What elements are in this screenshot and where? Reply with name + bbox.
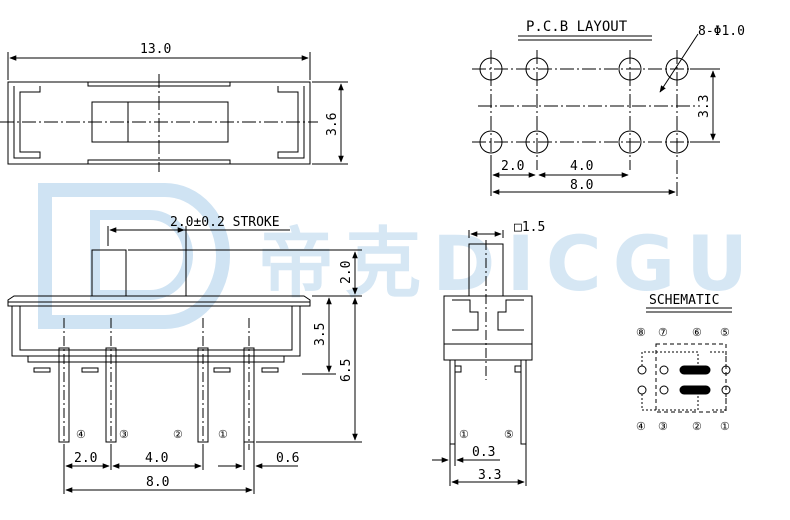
top-view-width-label: 13.0 bbox=[140, 42, 171, 57]
schematic-terminal bbox=[659, 365, 669, 375]
pcb-hole bbox=[525, 130, 549, 154]
schematic-pin-5: ⑤ bbox=[720, 326, 730, 339]
pcb-hole-label: 8-Φ1.0 bbox=[698, 24, 745, 39]
schematic-contact-bottom bbox=[679, 385, 711, 395]
pcb-hole bbox=[618, 130, 642, 154]
front-pitch2-label: 4.0 bbox=[145, 451, 168, 466]
schematic-pin-8: ⑧ bbox=[636, 326, 646, 339]
pcb-rows-label: 3.3 bbox=[697, 95, 712, 118]
pcb-pitch2-label: 4.0 bbox=[570, 159, 593, 174]
front-body-height-label: 3.5 bbox=[313, 323, 328, 346]
side-view bbox=[432, 230, 533, 486]
front-stroke-label: 2.0±0.2 STROKE bbox=[170, 215, 280, 230]
schematic-contact-top bbox=[679, 365, 711, 375]
top-view-height-label: 3.6 bbox=[325, 113, 340, 136]
schematic-terminal bbox=[659, 385, 669, 395]
schematic-pin-2: ② bbox=[692, 420, 702, 433]
side-total-label: 3.3 bbox=[478, 468, 501, 483]
pcb-total-label: 8.0 bbox=[570, 178, 593, 193]
front-total-label: 8.0 bbox=[146, 475, 169, 490]
front-actuator-height-label: 2.0 bbox=[339, 261, 354, 284]
schematic-pin-1: ① bbox=[720, 420, 730, 433]
top-view bbox=[0, 52, 348, 172]
pcb-layout-title: P.C.B LAYOUT bbox=[526, 19, 628, 35]
pcb-hole bbox=[479, 57, 503, 81]
schematic-pin-7: ⑦ bbox=[658, 326, 668, 339]
front-total-height-label: 6.5 bbox=[339, 359, 354, 382]
schematic-pin-6: ⑥ bbox=[692, 326, 702, 339]
watermark-logo bbox=[38, 183, 230, 329]
schematic-pin-4: ④ bbox=[636, 420, 646, 433]
pcb-layout bbox=[472, 33, 720, 196]
side-actuator-label: □1.5 bbox=[514, 220, 545, 235]
side-pin-5: ⑤ bbox=[504, 428, 514, 441]
pcb-hole bbox=[665, 57, 689, 81]
schematic bbox=[637, 307, 732, 413]
pcb-hole bbox=[665, 130, 689, 154]
front-pin-width-label: 0.6 bbox=[276, 451, 299, 466]
schematic-terminal bbox=[637, 385, 647, 395]
front-pin-2: ② bbox=[173, 428, 183, 441]
front-pin-3: ③ bbox=[119, 428, 129, 441]
side-pin-width-label: 0.3 bbox=[472, 445, 495, 460]
side-pin-1: ① bbox=[459, 428, 469, 441]
front-view bbox=[7, 226, 362, 494]
schematic-title: SCHEMATIC bbox=[649, 293, 719, 308]
pcb-hole bbox=[525, 57, 549, 81]
schematic-pin-3: ③ bbox=[658, 420, 668, 433]
front-pin-1: ① bbox=[218, 428, 228, 441]
schematic-terminal bbox=[637, 365, 647, 375]
front-pitch1-label: 2.0 bbox=[74, 451, 97, 466]
pcb-hole bbox=[618, 57, 642, 81]
front-pin-4: ④ bbox=[76, 428, 86, 441]
pcb-hole bbox=[479, 130, 503, 154]
pcb-pitch1-label: 2.0 bbox=[501, 159, 524, 174]
